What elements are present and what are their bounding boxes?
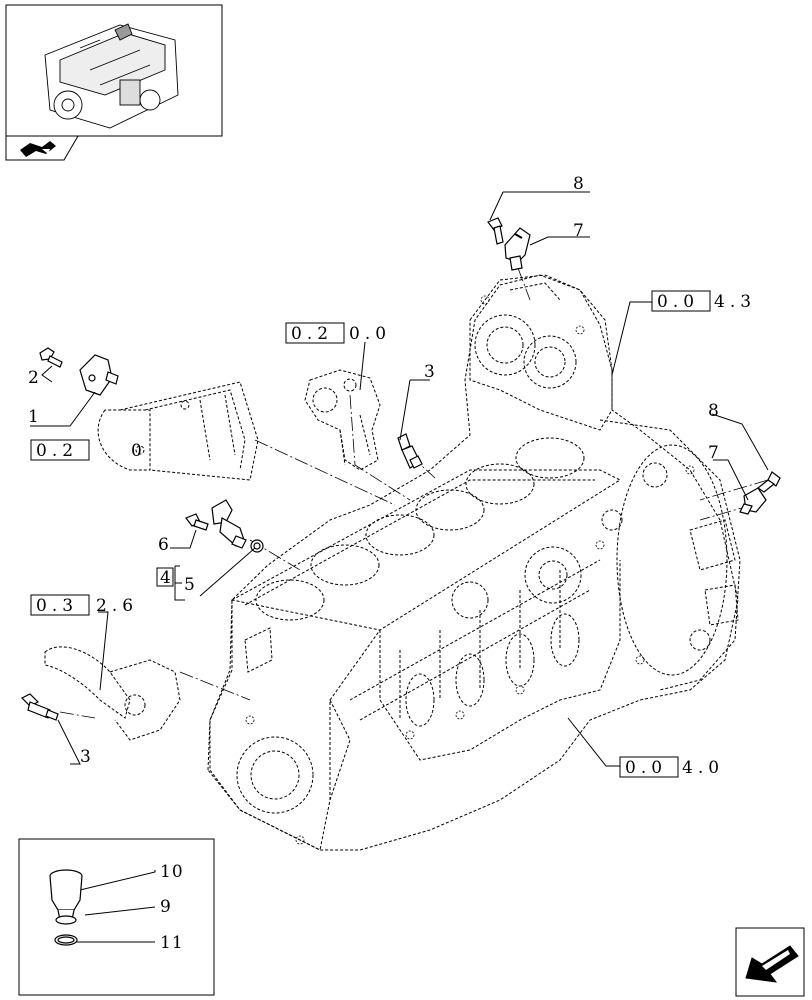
callout-3-lower: 3 [80, 747, 92, 767]
engine-block [207, 274, 741, 851]
callout-4: 4 [160, 568, 172, 588]
engine-thumbnail-icon[interactable] [5, 4, 223, 137]
book-arrow-icon[interactable] [5, 135, 79, 161]
callout-11: 11 [160, 933, 184, 953]
reference-0-04-0-rest: 4.0 [682, 758, 724, 778]
reference-0-04-3-boxed: 0.0 [657, 292, 699, 312]
reference-0-04-0[interactable]: 0.0 4.0 [619, 756, 724, 778]
callout-5: 5 [184, 575, 196, 595]
sensor-part-1[interactable] [79, 354, 119, 396]
o-ring-part-11[interactable] [54, 934, 78, 946]
temperature-sensor-part-3-upper[interactable] [397, 433, 423, 469]
reference-0-04-3-rest: 4.3 [714, 292, 756, 312]
coolant-hose [44, 646, 181, 741]
temperature-sensor-part-3-lower[interactable] [20, 693, 59, 721]
reference-0-04-3[interactable]: 0.0 4.3 [651, 290, 756, 312]
bolt-part-6[interactable] [185, 513, 209, 531]
seal-ring-part-4[interactable] [250, 539, 264, 553]
callout-1: 1 [28, 407, 40, 427]
o-ring-part-9[interactable] [55, 915, 77, 925]
intake-elbow [97, 381, 259, 481]
reference-0-20-0[interactable]: 0.2 0.0 [285, 322, 391, 344]
plug-part-10[interactable] [49, 869, 83, 921]
reference-0-04-0-boxed: 0.0 [625, 758, 667, 778]
reference-0-20-0-rest: 0.0 [349, 324, 391, 344]
reference-0-32-6[interactable]: 0.3 2.6 [30, 594, 138, 616]
reference-0-32-6-boxed: 0.3 [36, 596, 78, 616]
callout-7-right: 7 [708, 443, 720, 463]
callout-3-upper: 3 [424, 362, 436, 382]
speed-sensor-part-7-upper[interactable] [504, 227, 531, 271]
callout-8-right: 8 [708, 401, 720, 421]
reference-0-2-0-rest: 0 [131, 441, 147, 461]
reference-0-32-6-rest: 2.6 [96, 596, 138, 616]
callout-6: 6 [158, 535, 170, 555]
leader-lines [30, 191, 769, 943]
inset-detail-box [18, 838, 215, 996]
bolt-part-2[interactable] [39, 347, 63, 368]
speed-sensor-part-7-right[interactable] [739, 487, 767, 515]
callout-2: 2 [28, 368, 40, 388]
pressure-sensor-part-5[interactable] [211, 499, 247, 549]
callout-9: 9 [160, 897, 172, 917]
assembly-lines [59, 267, 769, 719]
callout-4-box [156, 567, 174, 587]
oil-module [304, 369, 381, 471]
bolt-part-8-upper[interactable] [487, 217, 504, 245]
callout-7-upper: 7 [573, 221, 585, 241]
reference-0-2-0[interactable]: 0.2 0 [30, 439, 147, 461]
bolt-part-8-right[interactable] [756, 471, 781, 493]
reference-0-2-0-boxed: 0.2 [36, 441, 78, 461]
reference-0-20-0-boxed: 0.2 [291, 324, 333, 344]
callout-10: 10 [160, 862, 184, 882]
callout-8-upper: 8 [573, 174, 585, 194]
next-page-arrow-icon[interactable] [735, 927, 805, 997]
